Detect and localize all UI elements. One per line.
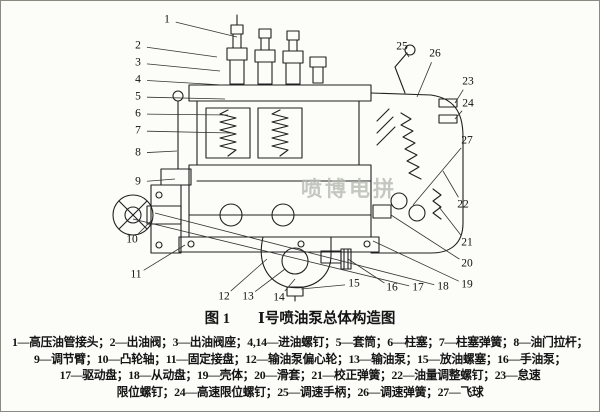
figure-caption: 图 1 Ⅰ号喷油泵总体构造图 (1, 309, 599, 329)
pump-housing (178, 84, 380, 253)
leader-line-27 (412, 147, 462, 206)
callout-10: 10 (126, 234, 138, 246)
callout-12: 12 (218, 291, 230, 303)
callout-7: 7 (135, 125, 141, 137)
callout-19: 19 (461, 279, 473, 291)
pump-diagram-svg: 1234567891011121314151617181920212227242… (112, 14, 474, 303)
callout-24: 24 (462, 98, 474, 110)
callout-27: 27 (461, 135, 473, 147)
callout-26: 26 (429, 48, 441, 60)
callout-11: 11 (130, 269, 141, 281)
leader-line-17 (132, 218, 410, 287)
governor (370, 44, 464, 254)
left-assembly (112, 90, 192, 254)
leader-line-22 (442, 170, 459, 198)
callout-3: 3 (135, 57, 141, 69)
callout-9: 9 (135, 176, 141, 188)
leader-line-11 (143, 244, 186, 271)
leader-line-2 (146, 46, 218, 58)
leader-line-14 (284, 278, 296, 292)
leader-line-13 (254, 268, 286, 292)
legend-line-3: 17—驱动盘；18—从动盘；19—壳体；20—滑套；21—校正弹簧；22—油量调… (59, 368, 541, 382)
figure-title: Ⅰ号喷油泵总体构造图 (258, 311, 396, 327)
callout-21: 21 (461, 237, 473, 249)
callout-23: 23 (462, 76, 474, 88)
leader-line-6 (146, 113, 229, 116)
leader-line-18 (154, 212, 435, 286)
leader-line-15 (300, 284, 346, 290)
callout-22: 22 (457, 199, 469, 211)
callout-18: 18 (437, 281, 449, 293)
leader-line-25 (406, 54, 410, 58)
callout-25: 25 (396, 41, 408, 53)
callout-17: 17 (412, 282, 424, 294)
callout-1: 1 (164, 14, 170, 26)
legend-line-2: 9—调节臂；10—凸轮轴；11—固定接盘；12—输油泵偏心轮；13—输油泵；15… (33, 351, 566, 366)
callout-5: 5 (135, 91, 141, 103)
leader-line-16 (347, 258, 385, 284)
leader-line-3 (146, 63, 221, 72)
callout-14: 14 (273, 292, 285, 303)
callout-20: 20 (461, 258, 473, 270)
leader-line-23 (454, 89, 464, 104)
leader-line-21 (438, 206, 462, 237)
leader-line-20 (390, 214, 460, 260)
callout-2: 2 (135, 40, 141, 52)
callout-15: 15 (348, 278, 360, 290)
leader-line-7 (146, 130, 232, 134)
leader-line-12 (230, 258, 268, 292)
leader-line-8 (146, 150, 178, 153)
legend-line-4: 限位螺钉；24—高速限位螺钉；25—调速手柄；26—调速弹簧；27—飞球 (116, 384, 484, 399)
callout-13: 13 (242, 291, 254, 303)
parts-legend: 1—高压油管接头；2—出油阀；3—出油阀座；4,14—进油螺钉；5—套筒；6—柱… (1, 334, 599, 400)
callout-8: 8 (135, 147, 141, 159)
leader-line-5 (146, 96, 226, 100)
leader-line-26 (416, 62, 432, 98)
leader-line-9 (146, 178, 176, 182)
leader-line-24 (454, 110, 463, 120)
callout-6: 6 (135, 108, 141, 120)
legend-line-1: 1—高压油管接头；2—出油阀；3—出油阀座；4,14—进油螺钉；5—套筒；6—柱… (12, 335, 588, 349)
figure-number: 图 1 (204, 311, 231, 327)
leader-line-19 (372, 240, 460, 282)
leader-line-4 (146, 80, 224, 86)
callout-16: 16 (386, 282, 398, 294)
callout-4: 4 (135, 74, 141, 86)
pump-drawing (112, 14, 464, 302)
delivery-valve-fittings (226, 14, 327, 85)
leader-line-1 (175, 21, 238, 38)
